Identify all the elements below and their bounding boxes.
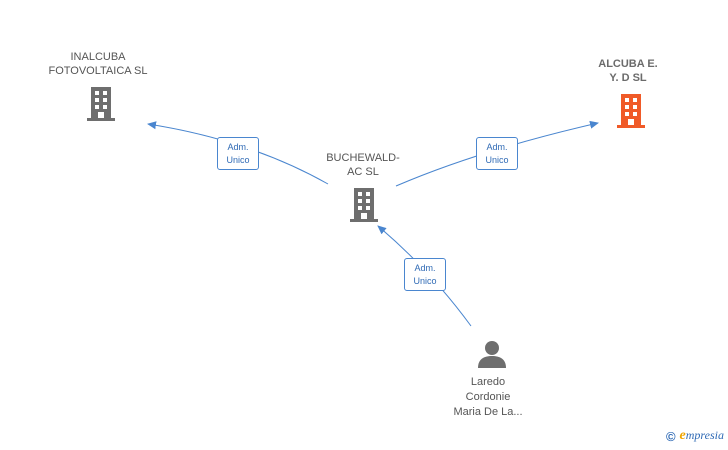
edge-role-line-1: Adm.	[227, 142, 249, 152]
person-name-line-2: Cordonie	[465, 391, 511, 403]
brand-logo-text: mpresia	[685, 428, 724, 442]
company-name-line-1: BUCHEWALD-	[326, 152, 400, 164]
company-name-line-2: AC SL	[347, 166, 379, 178]
company-name-line-1: INALCUBA	[70, 51, 126, 63]
person-icon[interactable]	[477, 339, 507, 369]
edge-label-to-inalcuba: Adm. Unico	[217, 137, 259, 170]
edge-role-line-1: Adm.	[486, 142, 508, 152]
building-icon[interactable]	[85, 85, 117, 121]
company-label-inalcuba[interactable]: INALCUBA FOTOVOLTAICA SL	[38, 50, 158, 78]
edge-role-line-1: Adm.	[414, 263, 436, 273]
person-name-line-3: Maria De La...	[453, 406, 523, 418]
building-icon[interactable]	[348, 186, 380, 222]
footer-branding: © empresia	[666, 428, 724, 444]
edge-label-to-buchewald: Adm. Unico	[404, 258, 446, 291]
company-label-alcuba[interactable]: ALCUBA E. Y. D SL	[578, 57, 678, 85]
company-name-line-1: ALCUBA E.	[598, 58, 658, 70]
company-name-line-2: Y. D SL	[609, 72, 647, 84]
company-name-line-2: FOTOVOLTAICA SL	[48, 65, 148, 77]
company-label-buchewald[interactable]: BUCHEWALD- AC SL	[313, 151, 413, 179]
brand-logo[interactable]: empresia	[680, 428, 724, 444]
brand-logo-initial: e	[679, 428, 686, 443]
edge-role-line-2: Unico	[413, 276, 437, 286]
building-icon-highlighted[interactable]	[615, 92, 647, 128]
person-name-line-1: Laredo	[470, 376, 506, 388]
edge-label-to-alcuba: Adm. Unico	[476, 137, 518, 170]
edge-role-line-2: Unico	[226, 155, 250, 165]
copyright-icon: ©	[665, 428, 676, 444]
person-label[interactable]: Laredo Cordonie Maria De La...	[438, 375, 538, 420]
edge-role-line-2: Unico	[485, 155, 509, 165]
